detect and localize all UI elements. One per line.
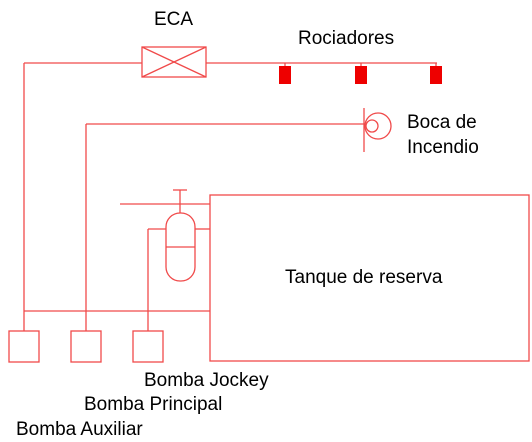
pump-jockey: [132, 330, 164, 363]
bomba-jockey-label: Bomba Jockey: [144, 370, 269, 391]
sprinkler-head: [430, 66, 442, 84]
sprinkler-head: [279, 66, 291, 84]
hydrant-outer-ring: [364, 112, 392, 140]
tanque-reserva-label: Tanque de reserva: [285, 267, 443, 288]
hydrant-inner-ring: [365, 119, 379, 133]
boca-incendio-label-line2: Incendio: [407, 137, 479, 158]
bomba-principal-label: Bomba Principal: [84, 394, 222, 415]
rociadores-label: Rociadores: [298, 28, 394, 49]
eca-label: ECA: [154, 9, 193, 30]
pump-principal: [70, 330, 102, 363]
pump-auxiliar: [8, 330, 40, 363]
reserve-tank: [209, 194, 530, 362]
eca-valve-cross-b: [141, 46, 207, 78]
bomba-auxiliar-label: Bomba Auxiliar: [16, 419, 143, 440]
sprinkler-head: [355, 66, 367, 84]
boca-incendio-label-line1: Boca de: [407, 112, 477, 133]
